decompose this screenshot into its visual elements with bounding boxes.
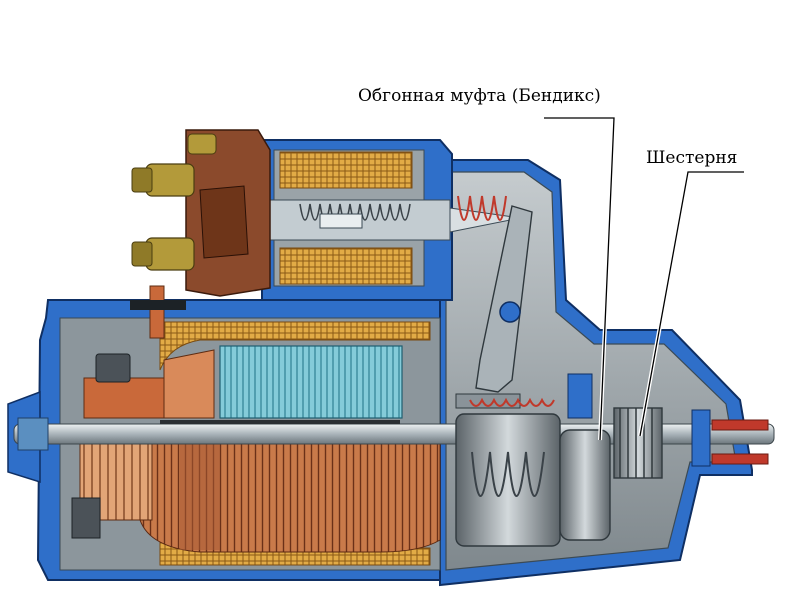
terminal-bolt-top [131, 133, 217, 197]
armature-core [219, 345, 403, 419]
brush-lead [130, 285, 186, 339]
terminal-block [185, 129, 271, 297]
callout-bendix-label: Обгонная муфта (Бендикс) [358, 86, 601, 106]
callout-gear-label: Шестерня [646, 148, 738, 168]
brush-holder [71, 353, 131, 539]
solenoid-relay [239, 139, 521, 301]
pinion-gear [613, 407, 663, 479]
armature-winding [139, 439, 441, 553]
leader-line-bendix [544, 116, 617, 441]
nose-bushing [691, 409, 769, 467]
leader-line-gear [638, 170, 744, 437]
terminal-bolt-bottom [131, 237, 195, 271]
overrunning-clutch [455, 373, 611, 547]
